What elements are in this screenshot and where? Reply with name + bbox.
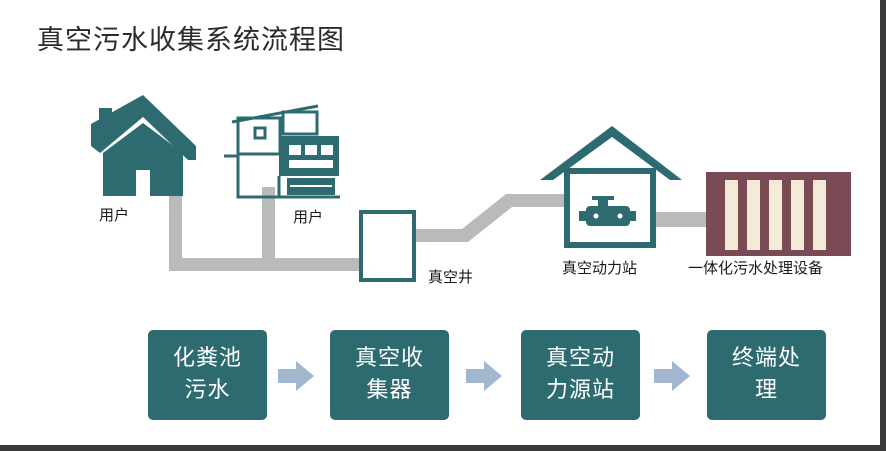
- arrow-right-icon: [466, 361, 502, 391]
- treatment-equipment-label: 一体化污水处理设备: [688, 259, 824, 277]
- flow-step-vacuum-station: 真空动力源站: [521, 330, 640, 420]
- house-icon: [91, 95, 196, 196]
- page-title: 真空污水收集系统流程图: [37, 25, 345, 56]
- vacuum-station-label: 真空动力站: [562, 259, 638, 277]
- flow-step-terminal-treatment: 终端处理: [707, 330, 826, 420]
- flow-step-vacuum-collector: 真空收集器: [330, 330, 449, 420]
- flow-step-septic-sewage: 化粪池污水: [148, 330, 267, 420]
- flow-step-label: 化粪池污水: [172, 346, 242, 403]
- vacuum-well-icon: [359, 210, 416, 282]
- arrow-right-icon: [654, 361, 690, 391]
- modern-house-icon: [224, 104, 340, 199]
- pipe-well-to-station: [402, 194, 582, 242]
- pump-station-icon: [540, 126, 682, 248]
- vacuum-well-label: 真空井: [428, 268, 474, 286]
- pipe-house1-down: [169, 187, 182, 270]
- house2-label: 用户: [293, 208, 324, 226]
- flow-step-label: 真空动力源站: [545, 346, 615, 403]
- pipe-house2-down: [262, 187, 275, 267]
- flow-step-label: 真空收集器: [354, 346, 424, 403]
- treatment-tank-icon: [706, 172, 851, 256]
- flow-step-label: 终端处理: [731, 346, 801, 403]
- arrow-right-icon: [278, 361, 314, 391]
- house1-label: 用户: [99, 206, 130, 224]
